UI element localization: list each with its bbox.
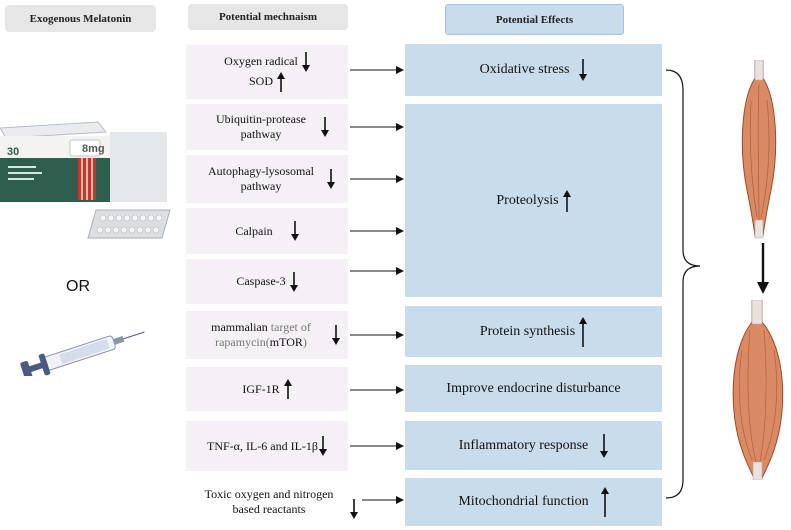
mechanism-autophagy: Autophagy-lysosomal pathway	[186, 155, 348, 203]
mechanism-mtor-label: mammalian target of rapamycin(mTOR)	[211, 320, 311, 349]
arrow-up-icon	[283, 379, 292, 399]
arrow-down-icon	[290, 221, 299, 241]
effect-proteolysis: Proteolysis	[405, 104, 662, 297]
header-melatonin: Exogenous Melatonin	[5, 5, 156, 32]
effect-mitochondrial: Mitochondrial function	[405, 478, 662, 526]
arrow-down-icon	[332, 325, 340, 345]
muscle-atrophied-icon	[741, 60, 777, 239]
medicine-box-icon: 30 8mg	[0, 121, 167, 202]
arrow-down-icon	[301, 52, 310, 72]
arrow-up-icon	[277, 72, 285, 92]
effect-inflammatory: Inflammatory response	[405, 421, 662, 470]
header-effects: Potential Effects	[445, 4, 624, 35]
mechanism-autophagy-label: Autophagy-lysosomal pathway	[208, 164, 314, 193]
mechanism-cytokines-label: TNF-α, IL-6 and IL-1β	[206, 438, 319, 453]
effect-protein-synthesis-label: Protein synthesis	[479, 323, 576, 339]
arrow-down-icon	[289, 271, 298, 292]
effect-mitochondrial-label: Mitochondrial function	[458, 494, 589, 509]
mechanism-oxygen-radical: Oxygen radical	[224, 53, 298, 68]
mechanism-cytokines: TNF-α, IL-6 and IL-1β	[186, 421, 348, 471]
mechanism-ubiquitin: Ubiquitin-protease pathway	[186, 104, 348, 150]
syringe-icon	[20, 331, 145, 376]
mechanism-mtor: mammalian target of rapamycin(mTOR)	[186, 311, 348, 359]
mechanism-ubiquitin-label: Ubiquitin-protease pathway	[216, 112, 306, 141]
effect-proteolysis-label: Proteolysis	[496, 192, 559, 208]
header-mechanism: Potential mechnaism	[188, 4, 348, 30]
effect-protein-synthesis: Protein synthesis	[405, 306, 662, 357]
arrow-down-icon	[327, 169, 335, 189]
effect-endocrine-label: Improve endocrine disturbance	[446, 380, 621, 396]
mechanism-caspase-label: Caspase-3	[236, 274, 286, 288]
mechanism-sod: SOD	[248, 73, 273, 88]
mechanism-caspase: Caspase-3	[186, 259, 348, 304]
arrow-up-icon	[579, 316, 588, 347]
box-count: 30	[7, 146, 19, 158]
mechanism-igf1r-label: IGF-1R	[242, 381, 280, 396]
effect-endocrine: Improve endocrine disturbance	[405, 365, 662, 412]
or-label: OR	[66, 278, 90, 295]
arrow-down-icon	[579, 59, 588, 81]
effect-oxidative-stress-label: Oxidative stress	[479, 62, 570, 77]
mechanism-calpain: Calpain	[186, 208, 348, 254]
arrow-down-icon	[350, 499, 358, 519]
arrow-down-icon	[319, 436, 328, 456]
arrow-up-icon	[562, 189, 571, 212]
mechanism-reactants: Toxic oxygen and nitrogen based reactant…	[190, 479, 360, 525]
effect-oxidative-stress: Oxidative stress	[405, 44, 662, 96]
box-dose: 8mg	[82, 143, 105, 155]
arrow-up-icon	[600, 487, 609, 517]
mechanism-calpain-label: Calpain	[235, 223, 273, 238]
mechanism-igf1r: IGF-1R	[186, 367, 348, 411]
mechanism-reactants-label: Toxic oxygen and nitrogen based reactant…	[204, 487, 334, 516]
muscle-normal-icon	[732, 300, 784, 480]
arrow-down-icon	[600, 433, 609, 458]
mechanism-oxidative: Oxygen radical SOD	[186, 45, 348, 99]
arrow-down-icon	[321, 117, 329, 137]
blister-pack-icon	[87, 209, 171, 239]
effect-inflammatory-label: Inflammatory response	[458, 437, 589, 453]
